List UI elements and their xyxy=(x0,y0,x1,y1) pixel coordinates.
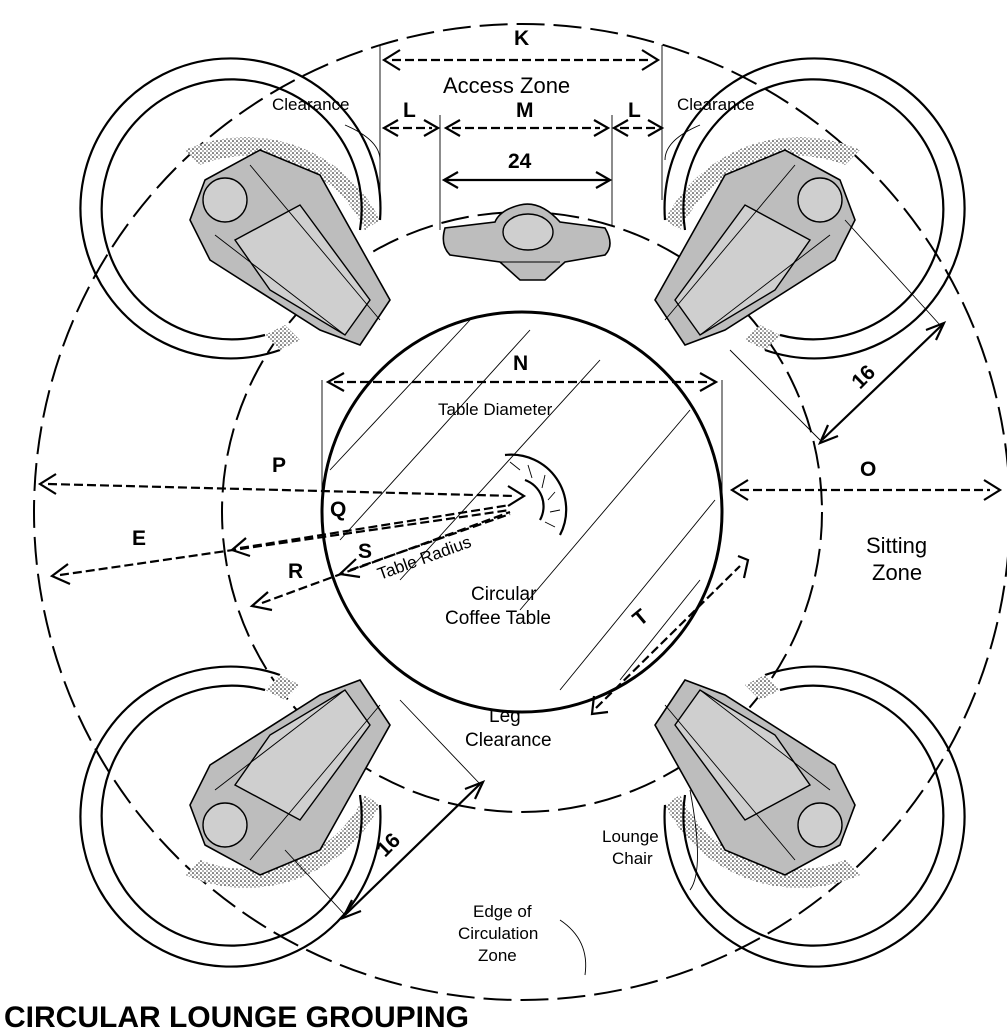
lounge-chair-top-left xyxy=(79,57,391,360)
lounge-chair-top-right xyxy=(654,57,966,360)
letter-p: P xyxy=(272,454,286,477)
dimension-q xyxy=(229,503,511,558)
dimension-s xyxy=(337,512,511,579)
circulation-label-line2: Circulation xyxy=(458,924,538,943)
clearance-label-left: Clearance xyxy=(272,95,350,114)
coffee-table xyxy=(320,310,724,714)
dimension-n xyxy=(325,372,719,392)
coffee-table-label-line1: Circular xyxy=(471,584,537,605)
circulation-zone-edge xyxy=(33,23,1007,1001)
dimension-t xyxy=(590,554,750,716)
clearance-arc-right xyxy=(664,124,701,161)
leg-clearance-label-line2: Clearance xyxy=(465,730,552,751)
letter-n: N xyxy=(513,352,528,375)
letter-r: R xyxy=(288,560,303,583)
letter-q: Q xyxy=(330,498,346,521)
dimension-16-upper xyxy=(729,219,947,445)
sitting-zone-label-line2: Zone xyxy=(872,560,922,585)
table-center-symbol xyxy=(504,453,568,536)
letter-m: M xyxy=(516,99,534,122)
lounge-chair-bottom-left xyxy=(79,665,391,968)
table-diameter-label: Table Diameter xyxy=(438,400,553,419)
dimension-m xyxy=(443,119,611,137)
dimension-24-label: 24 xyxy=(508,150,532,173)
sitting-zone-label-line1: Sitting xyxy=(866,533,927,558)
access-zone-label: Access Zone xyxy=(443,73,570,98)
coffee-table-label-line2: Coffee Table xyxy=(445,608,551,629)
circulation-leader xyxy=(559,919,587,976)
lounge-chair-bottom-right xyxy=(654,665,966,968)
diagram-title: CIRCULAR LOUNGE GROUPING xyxy=(4,1001,469,1034)
dimension-16-lower-label: 16 xyxy=(372,829,405,862)
dimension-p xyxy=(37,473,527,507)
letter-l-left: L xyxy=(403,99,416,122)
dimension-r xyxy=(249,510,511,612)
dimension-24 xyxy=(441,171,613,189)
leg-clearance-label-line1: Leg xyxy=(489,706,521,727)
letter-e: E xyxy=(132,527,146,550)
dimension-k xyxy=(381,49,661,71)
side-chair-top xyxy=(442,203,611,281)
dimension-e xyxy=(49,508,511,586)
circulation-label-line1: Edge of xyxy=(473,902,532,921)
dimension-l-left xyxy=(381,119,441,137)
lounge-chair-label-line2: Chair xyxy=(612,849,653,868)
dimension-l-right xyxy=(611,119,665,137)
letter-o: O xyxy=(860,458,876,481)
letter-k: K xyxy=(514,27,529,50)
clearance-label-right: Clearance xyxy=(677,95,755,114)
lounge-chair-label-line1: Lounge xyxy=(602,827,659,846)
circulation-label-line3: Zone xyxy=(478,946,517,965)
dimension-16-lower xyxy=(284,699,486,921)
letter-l-right: L xyxy=(628,99,641,122)
dimension-o xyxy=(729,479,1003,501)
letter-s: S xyxy=(358,540,372,563)
lounge-chair-leader xyxy=(689,789,698,891)
